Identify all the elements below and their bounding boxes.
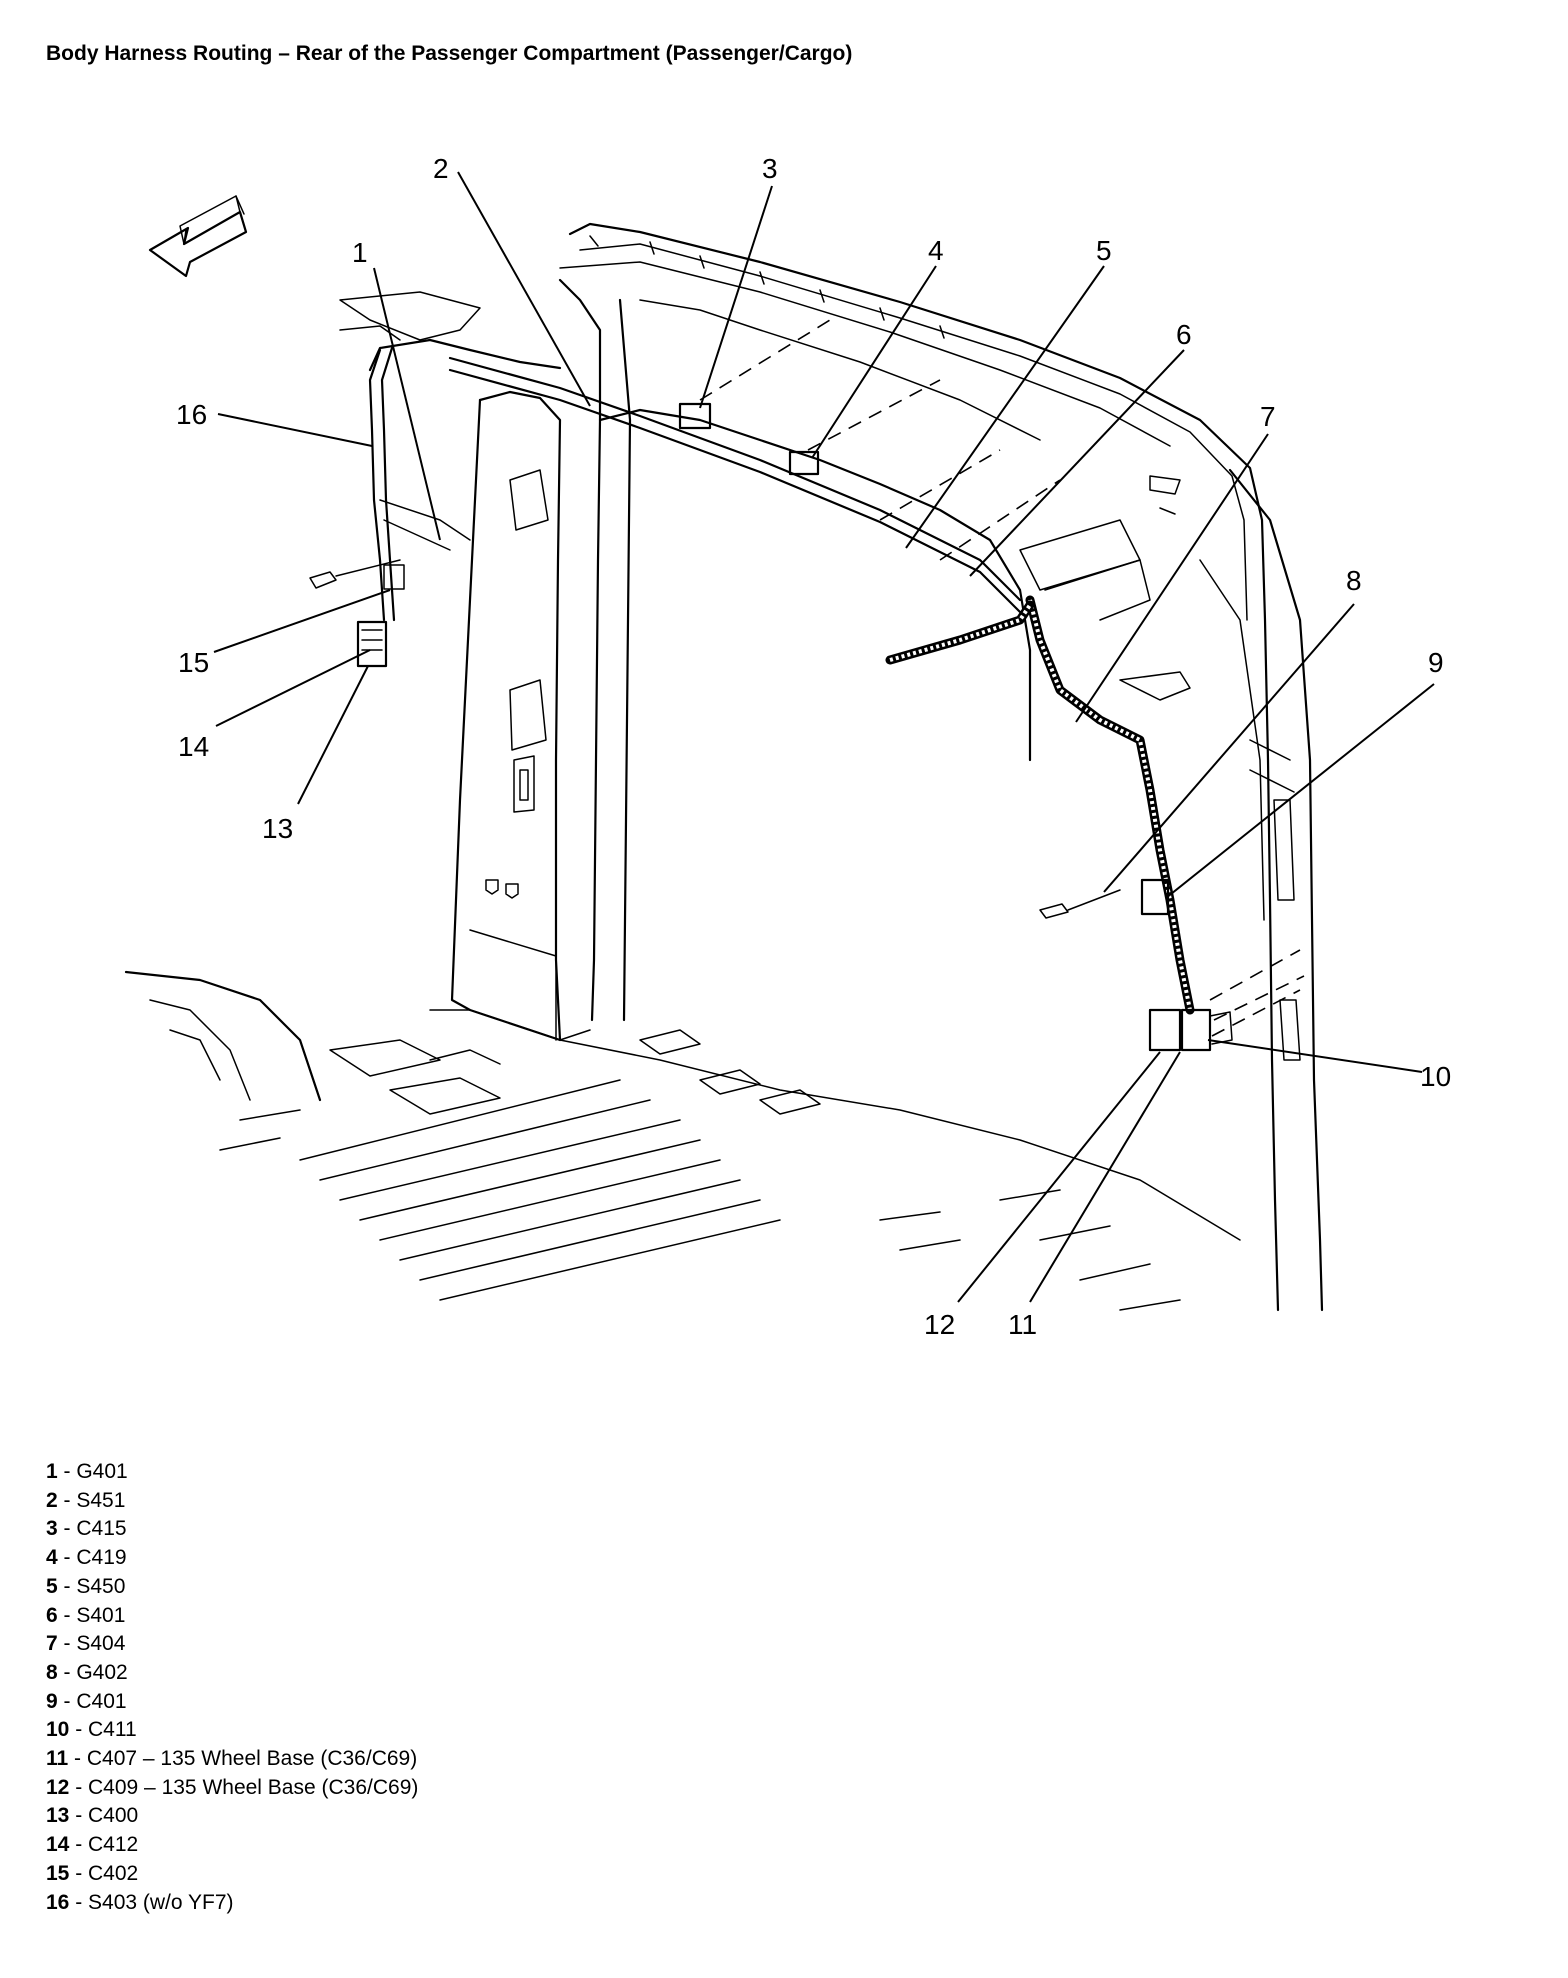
connector-c409-icon: [1148, 1008, 1182, 1052]
callout-7: 7: [1260, 401, 1276, 432]
callout-16: 16: [176, 399, 207, 430]
callout-10: 10: [1420, 1061, 1451, 1092]
callout-1: 1: [352, 237, 368, 268]
bolt-g401-icon: [309, 571, 337, 589]
legend-item: 14 - C412: [46, 1833, 139, 1857]
connector-c419-icon: [788, 450, 820, 476]
callout-14: 14: [178, 731, 209, 762]
legend-item: 9 - C401: [46, 1689, 127, 1713]
harness-routing-diagram: 1 2 3 4 5 6 7 8 9 10 11 12 13 14 15 16: [124, 153, 1451, 1340]
connector-c415-icon: [678, 402, 712, 430]
legend-item: 2 - S451: [46, 1488, 126, 1512]
callout-13: 13: [262, 813, 293, 844]
callout-4: 4: [928, 235, 944, 266]
callout-labels: 1 2 3 4 5 6 7 8 9 10 11 12 13 14 15 16: [176, 153, 1451, 1340]
callout-2: 2: [433, 153, 449, 184]
connector-c402-icon: [383, 564, 405, 590]
callout-15: 15: [178, 647, 209, 678]
callout-5: 5: [1096, 235, 1112, 266]
legend-item: 16 - S403 (w/o YF7): [46, 1890, 234, 1914]
callout-6: 6: [1176, 319, 1192, 350]
legend-item: 5 - S450: [46, 1574, 126, 1598]
callout-12: 12: [924, 1309, 955, 1340]
legend-item: 6 - S401: [46, 1603, 126, 1627]
legend-item: 15 - C402: [46, 1861, 139, 1885]
legend-item: 10 - C411: [46, 1718, 137, 1742]
legend-item: 12 - C409 – 135 Wheel Base (C36/C69): [46, 1775, 419, 1799]
callout-9: 9: [1428, 647, 1444, 678]
connector-c407-icon: [1180, 1008, 1212, 1052]
bolt-g402-icon: [1039, 903, 1069, 919]
legend-item: 3 - C415: [46, 1517, 127, 1541]
legend-item: 4 - C419: [46, 1546, 127, 1570]
callout-8: 8: [1346, 565, 1362, 596]
roof-harness: [448, 319, 1305, 1052]
legend-list: 1 - G401 2 - S451 3 - C415 4 - C419 5 - …: [46, 1458, 418, 1917]
legend-item: 11 - C407 – 135 Wheel Base (C36/C69): [46, 1747, 418, 1771]
page-title: Body Harness Routing – Rear of the Passe…: [46, 42, 853, 65]
roof-structure: [559, 222, 1324, 1312]
connector-c400-icon: [356, 620, 388, 668]
left-pillar-panel: [339, 278, 632, 1042]
rear-opening-frame: [598, 299, 1041, 762]
direction-arrow-icon: [148, 195, 248, 278]
floor-ribs: [124, 970, 1241, 1311]
callout-11: 11: [1008, 1309, 1037, 1340]
callout-3: 3: [762, 153, 778, 184]
legend-item: 8 - G402: [46, 1660, 128, 1684]
legend-item: 1 - G401: [46, 1460, 128, 1483]
legend-item: 7 - S404: [46, 1632, 126, 1656]
legend-item: 13 - C400: [46, 1804, 139, 1828]
left-harness: [309, 346, 471, 668]
leader-lines: [213, 171, 1435, 1303]
